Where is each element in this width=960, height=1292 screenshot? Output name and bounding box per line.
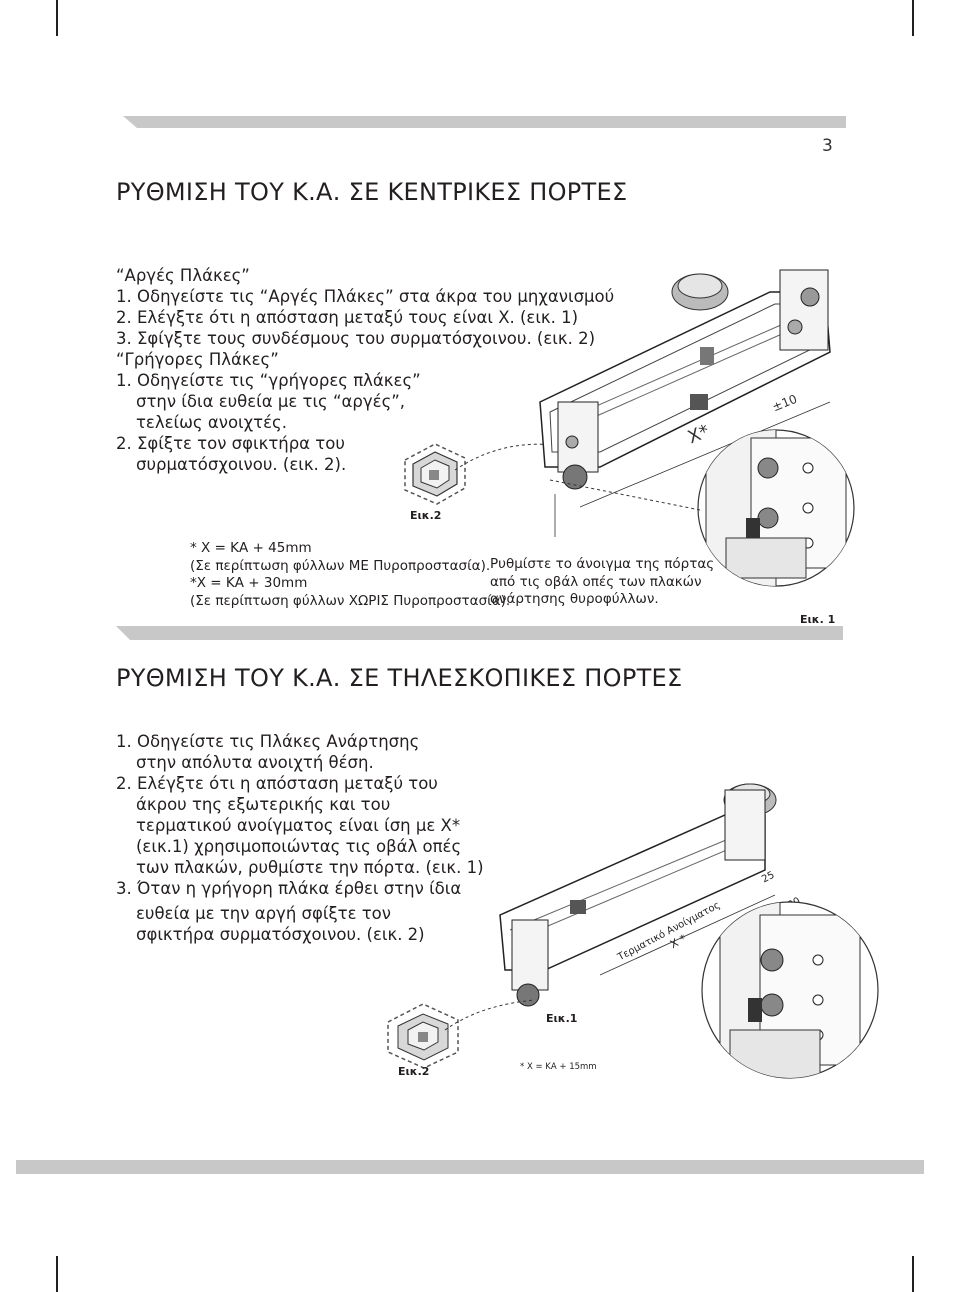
fast-plates-title: “Γρήγορες Πλάκες” [116, 350, 279, 369]
fast-step-1-cont-a: στην ίδια ευθεία με τις “αργές”, [136, 392, 406, 411]
tele-step-2-cont-a: άκρου της εξωτερικής και του [136, 795, 391, 814]
slow-step-3: 3. Σφίγξτε τους συνδέσμους του συρματόσχ… [116, 329, 596, 348]
fast-step-1: 1. Οδηγείστε τις “γρήγορες πλάκες” [116, 371, 421, 390]
adjust-opening-note: Ρυθμίστε το άνοιγμα της πόρτας από τις ο… [490, 556, 714, 609]
fig1-label-bottom: Εικ.1 [546, 1012, 578, 1025]
crop-mark-top-right [912, 0, 914, 36]
adjust-line-2: από τις οβάλ οπές των πλακών [490, 573, 702, 590]
crop-mark-bottom-left [56, 1256, 58, 1292]
detail-leader-line-top [549, 479, 701, 511]
crop-mark-top-left [56, 0, 58, 36]
tele-step-2-cont-c: (εικ.1) χρησιμοποιώντας τις οβάλ οπές [136, 837, 462, 856]
cable-clamp-illustration-bottom [387, 1003, 459, 1069]
crop-mark-bottom-right [912, 1256, 914, 1292]
fig2-label-bottom: Εικ.2 [398, 1065, 430, 1078]
page-number: 3 [822, 136, 833, 156]
tele-step-3: 3. Όταν η γρήγορη πλάκα έρθει στην ίδια [116, 879, 462, 898]
telescopic-detail-circle [701, 901, 879, 1079]
clamp-leader-line-bottom [444, 999, 536, 1031]
slow-plates-title: “Αργές Πλάκες” [116, 266, 250, 285]
fig1-label-top: Εικ. 1 [800, 613, 836, 626]
section2-heading: ΡΥΘΜΙΣΗ ΤΟΥ Κ.Α. ΣΕ ΤΗΛΕΣΚΟΠΙΚΕΣ ΠΟΡΤΕΣ [116, 664, 683, 692]
oval-holes-detail-circle [697, 429, 855, 587]
tele-step-2-cont-b: τερματικού ανοίγματος είναι ίση με Χ* [136, 816, 461, 835]
note-line-3: *Χ = ΚΑ + 30mm [190, 575, 308, 591]
tele-step-3-cont-b: σφικτήρα συρματόσχοινου. (εικ. 2) [136, 925, 425, 944]
telescopic-steps-block: 1. Οδηγείστε τις Πλάκες Ανάρτησης στην α… [116, 731, 484, 945]
bottom-divider [16, 1160, 924, 1174]
top-divider [123, 116, 846, 128]
middle-divider [116, 626, 843, 640]
slow-plates-block: “Αργές Πλάκες” 1. Οδηγείστε τις “Αργές Π… [116, 265, 614, 475]
tele-step-1: 1. Οδηγείστε τις Πλάκες Ανάρτησης [116, 732, 420, 751]
note-line-1: * Χ = ΚΑ + 45mm [190, 540, 312, 556]
adjust-line-1: Ρυθμίστε το άνοιγμα της πόρτας [490, 556, 715, 572]
tele-step-2: 2. Ελέγξτε ότι η απόσταση μεταξύ του [116, 774, 438, 793]
fast-step-2-cont: συρματόσχοινου. (εικ. 2). [136, 455, 347, 474]
section1-heading: ΡΥΘΜΙΣΗ ΤΟΥ Κ.Α. ΣΕ ΚΕΝΤΡΙΚΕΣ ΠΟΡΤΕΣ [116, 178, 628, 206]
fast-step-2: 2. Σφίξτε τον σφικτήρα του [116, 434, 345, 453]
clamp-leader-line [454, 443, 591, 471]
slow-step-1: 1. Οδηγείστε τις “Αργές Πλάκες” στα άκρα… [116, 287, 615, 306]
fast-step-1-cont-b: τελείως ανοιχτές. [136, 413, 287, 432]
tele-step-1-cont: στην απόλυτα ανοιχτή θέση. [136, 753, 374, 772]
slow-step-2: 2. Ελέγξτε ότι η απόσταση μεταξύ τους εί… [116, 308, 579, 327]
cable-clamp-illustration [404, 443, 466, 505]
telescopic-door-mechanism-diagram [499, 783, 777, 1007]
tele-step-3-cont-a: ευθεία με την αργή σφίξτε τον [136, 904, 391, 923]
tele-step-2-cont-d: των πλακών, ρυθμίστε την πόρτα. (εικ. 1) [136, 858, 484, 877]
central-door-mechanism-diagram [539, 269, 831, 537]
fig2-label-top: Εικ.2 [410, 509, 442, 522]
telescopic-x-note: * Χ = ΚΑ + 15mm [520, 1062, 597, 1072]
note-line-2: (Σε περίπτωση φύλλων ΜΕ Πυροπροστασία). [190, 557, 491, 574]
fire-protection-note: * Χ = ΚΑ + 45mm (Σε περίπτωση φύλλων ΜΕ … [190, 540, 510, 610]
note-line-4: (Σε περίπτωση φύλλων ΧΩΡΙΣ Πυροπροστασία… [190, 592, 511, 609]
adjust-line-3: ανάρτησης θυροφύλλων. [490, 591, 659, 607]
